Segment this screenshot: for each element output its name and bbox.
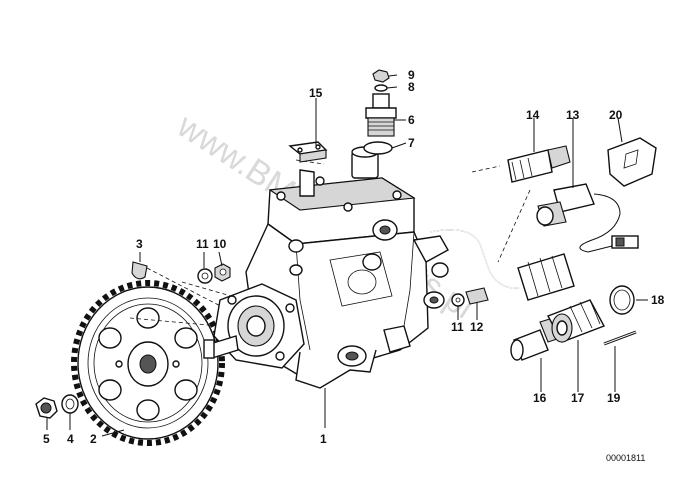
callout-15: 15 xyxy=(309,86,323,100)
diagram-reference-number: 00001811 xyxy=(606,453,645,463)
callout-11-left: 11 xyxy=(196,237,209,251)
callout-10: 10 xyxy=(213,237,227,251)
injection-pump xyxy=(203,146,449,389)
socket-17 xyxy=(547,299,605,343)
timing-gear xyxy=(71,280,225,446)
callout-11-right: 11 xyxy=(451,320,464,334)
leader-lines xyxy=(46,74,648,437)
cover-clip-20 xyxy=(607,137,657,187)
sensor-13 xyxy=(536,183,639,253)
nut-9 xyxy=(372,69,390,83)
callout-17: 17 xyxy=(571,391,585,405)
hollow-bolt-14 xyxy=(471,145,571,263)
callout-8: 8 xyxy=(408,80,415,94)
plug-connector xyxy=(517,253,575,301)
spring-washer xyxy=(61,394,79,414)
callout-14: 14 xyxy=(526,108,540,122)
callout-1: 1 xyxy=(320,432,327,446)
callout-7: 7 xyxy=(408,136,415,150)
callout-4: 4 xyxy=(67,432,74,446)
callout-13: 13 xyxy=(566,108,580,122)
callout-19: 19 xyxy=(607,391,621,405)
washer-left xyxy=(197,268,213,284)
callout-3: 3 xyxy=(136,237,143,251)
callout-6: 6 xyxy=(408,113,415,127)
callout-5: 5 xyxy=(43,432,50,446)
callout-18: 18 xyxy=(651,293,665,307)
callout-2: 2 xyxy=(90,432,97,446)
bracket-clip xyxy=(288,141,328,163)
callout-16: 16 xyxy=(533,391,547,405)
washer-8 xyxy=(374,84,388,92)
gear-nut xyxy=(35,397,58,419)
washer-right xyxy=(451,293,465,307)
bolt-12 xyxy=(465,287,489,305)
callout-12: 12 xyxy=(470,320,484,334)
solenoid-valve-6 xyxy=(365,93,397,137)
callout-9: 9 xyxy=(408,68,415,82)
callout-20: 20 xyxy=(609,108,623,122)
woodruff-key xyxy=(131,261,148,280)
o-ring-7 xyxy=(363,141,393,155)
